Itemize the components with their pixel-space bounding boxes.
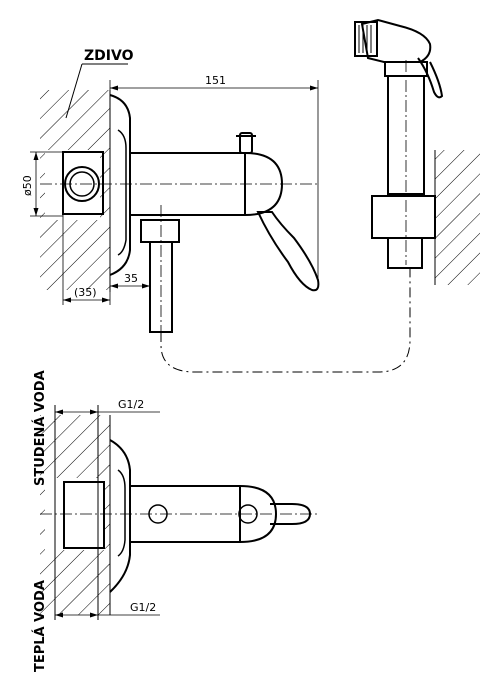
dim-thread-bottom-text: G1/2 (130, 601, 156, 614)
dim-total-length-text: 151 (205, 74, 226, 87)
dim-thread-top: G1/2 (55, 398, 160, 415)
trigger-lever (417, 57, 444, 99)
dim-thread-top-text: G1/2 (118, 398, 144, 411)
lever-handle (256, 211, 320, 292)
dim-total-length: 151 (109, 74, 319, 285)
dim-thread-bottom: G1/2 (55, 601, 160, 618)
holder (371, 195, 436, 239)
dim-offset: 35 (109, 272, 150, 292)
rosette (109, 94, 131, 276)
hand-shower-view (354, 18, 480, 285)
connection-block (62, 151, 104, 215)
nozzle (354, 21, 378, 57)
dim-diameter-text: ø50 (21, 175, 34, 196)
dim-wall-depth: (35) (62, 214, 111, 305)
connection-block-top (63, 481, 105, 549)
dim-diameter: ø50 (21, 151, 63, 217)
outlet-nut (140, 219, 180, 243)
dim-wall-depth-text: (35) (74, 286, 97, 299)
wall-label: ZDIVO (65, 48, 134, 119)
dim-offset-text: 35 (124, 272, 138, 285)
side-view: ZDIVO 1 (21, 48, 411, 373)
top-view: G1/2 G1/2 STUDENÁ VODA TEPLÁ VODA (32, 370, 320, 672)
cold-water-label: STUDENÁ VODA (32, 370, 48, 486)
hose-path (160, 268, 411, 373)
wall-label-text: ZDIVO (84, 48, 134, 64)
rosette-top (109, 439, 131, 593)
wall-hatch-top (40, 90, 111, 290)
hot-water-label: TEPLÁ VODA (32, 580, 48, 672)
